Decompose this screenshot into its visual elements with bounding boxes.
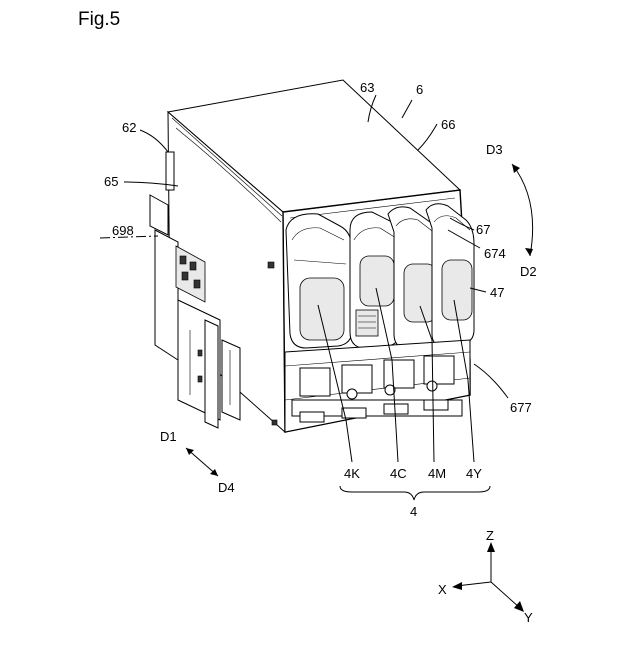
figure-title: Fig.5	[78, 9, 120, 30]
label-62: 62	[122, 120, 136, 135]
label-63: 63	[360, 80, 374, 95]
mounting-bracket	[155, 230, 178, 360]
label-d3: D3	[486, 142, 503, 157]
axis-label-x: X	[438, 582, 447, 597]
axis-label-z: Z	[486, 528, 494, 543]
label-674: 674	[484, 246, 506, 261]
axis-triad	[452, 542, 524, 612]
label-6: 6	[416, 82, 423, 97]
label-4: 4	[410, 504, 417, 519]
label-677: 677	[510, 400, 532, 415]
label-66: 66	[441, 117, 455, 132]
cartridge-4k	[286, 214, 352, 348]
cartridge-4c	[350, 212, 400, 348]
axis-label-y: Y	[524, 610, 533, 625]
label-698: 698	[112, 223, 134, 238]
label-47: 47	[490, 285, 504, 300]
axis-labels: Z X Y	[438, 528, 533, 625]
label-d2: D2	[520, 264, 537, 279]
label-d1: D1	[160, 429, 177, 444]
label-65: 65	[104, 174, 118, 189]
label-4y: 4Y	[466, 466, 482, 481]
label-67: 67	[476, 222, 490, 237]
label-d4: D4	[218, 480, 235, 495]
label-4c: 4C	[390, 466, 407, 481]
connector-base	[285, 340, 470, 432]
label-4m: 4M	[428, 466, 446, 481]
label-4k: 4K	[344, 466, 360, 481]
cartridge-4y	[426, 204, 474, 346]
